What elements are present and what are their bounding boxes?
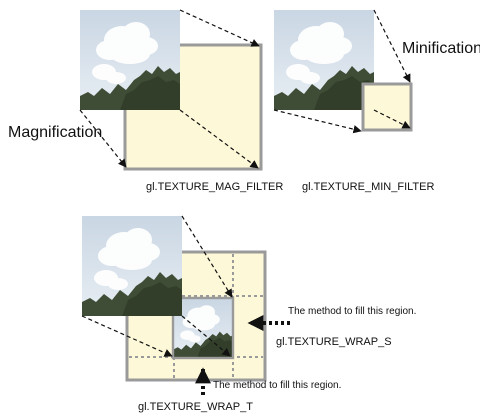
- wrap-arrow-top: [181, 215, 233, 298]
- wrap-arrow-right: [181, 315, 231, 357]
- wrap-s-label: gl.TEXTURE_WRAP_S: [276, 336, 392, 348]
- min-filter-label: gl.TEXTURE_MIN_FILTER: [302, 181, 435, 193]
- mag-arrow-right: [179, 109, 259, 169]
- wrap-arrow-left: [81, 315, 173, 357]
- source-texture-image-min: [274, 10, 374, 110]
- wrapped-texture-small: [171, 296, 235, 360]
- mag-arrow-left: [79, 109, 127, 168]
- wrap-panel: [81, 215, 290, 395]
- minified-region: [361, 82, 413, 132]
- wrap-t-label: gl.TEXTURE_WRAP_T: [138, 401, 253, 413]
- magnification-label: Magnification: [8, 124, 103, 141]
- magnification-panel: [79, 9, 263, 171]
- fill-region-t-note: The method to fill this region.: [213, 380, 342, 391]
- source-texture-image-wrap: [82, 216, 182, 316]
- source-texture-image: [80, 10, 180, 110]
- fill-region-s-note: The method to fill this region.: [288, 306, 417, 317]
- minification-label: Minification: [402, 40, 480, 57]
- min-arrow-left: [273, 109, 362, 134]
- mag-filter-label: gl.TEXTURE_MAG_FILTER: [146, 181, 284, 193]
- minification-panel: [273, 9, 413, 134]
- mag-arrow-top: [179, 9, 260, 47]
